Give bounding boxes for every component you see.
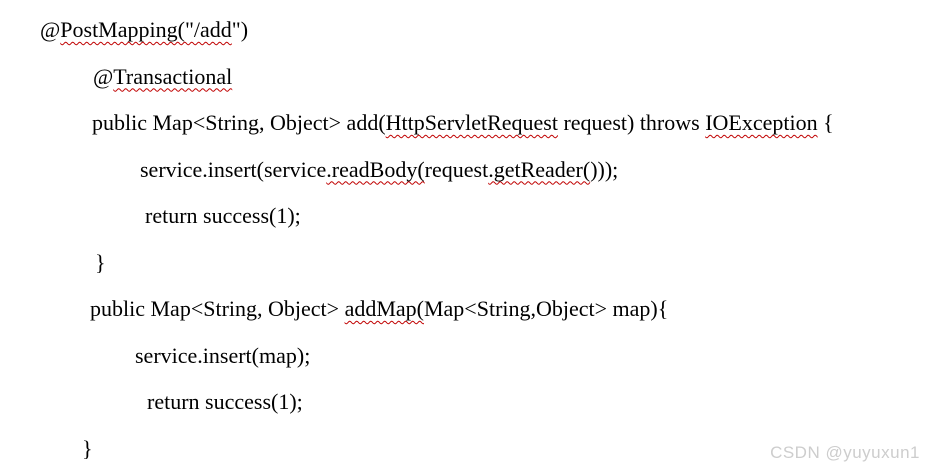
code-text: request) throws	[557, 110, 706, 135]
code-text: request	[424, 156, 489, 182]
misspelled-text: IOException	[705, 110, 818, 135]
code-text: return success(1);	[145, 203, 301, 228]
code-line: service.insert(service.readBody(request.…	[0, 147, 933, 194]
code-text: service.insert(service	[140, 156, 327, 182]
code-line: service.insert(map);	[0, 333, 933, 380]
code-line: @Transactional	[0, 54, 933, 101]
misspelled-text: Transactional	[113, 63, 233, 89]
code-text: service.insert(map);	[135, 342, 311, 368]
code-line: return success(1);	[0, 193, 933, 240]
code-text: }	[82, 435, 93, 461]
watermark: CSDN @yuyuxun1	[770, 443, 920, 462]
code-text: public Map<String, Object> add(	[92, 110, 386, 135]
code-text: @	[40, 17, 61, 42]
misspelled-text: PostMapping("/add	[60, 17, 232, 42]
code-line: }	[0, 426, 933, 472]
code-text: return success(1);	[147, 389, 303, 414]
code-line: return success(1);	[0, 379, 933, 426]
code-text: Map<String,Object> map){	[423, 296, 669, 321]
code-text: }	[95, 249, 106, 275]
code-line: }	[0, 240, 933, 287]
misspelled-text: HttpServletRequest	[385, 110, 558, 135]
code-text: )));	[590, 156, 619, 182]
code-line: public Map<String, Object> addMap(Map<St…	[0, 286, 933, 333]
code-text: @	[93, 63, 114, 89]
code-text: ")	[231, 17, 249, 42]
misspelled-text: .readBody(	[326, 156, 425, 182]
code-line: @PostMapping("/add")	[0, 7, 933, 54]
code-line: public Map<String, Object> add(HttpServl…	[0, 100, 933, 147]
misspelled-text: .getReader(	[488, 156, 591, 182]
code-text: public Map<String, Object>	[90, 296, 345, 321]
code-text: {	[817, 110, 834, 135]
misspelled-text: addMap(	[344, 296, 424, 321]
